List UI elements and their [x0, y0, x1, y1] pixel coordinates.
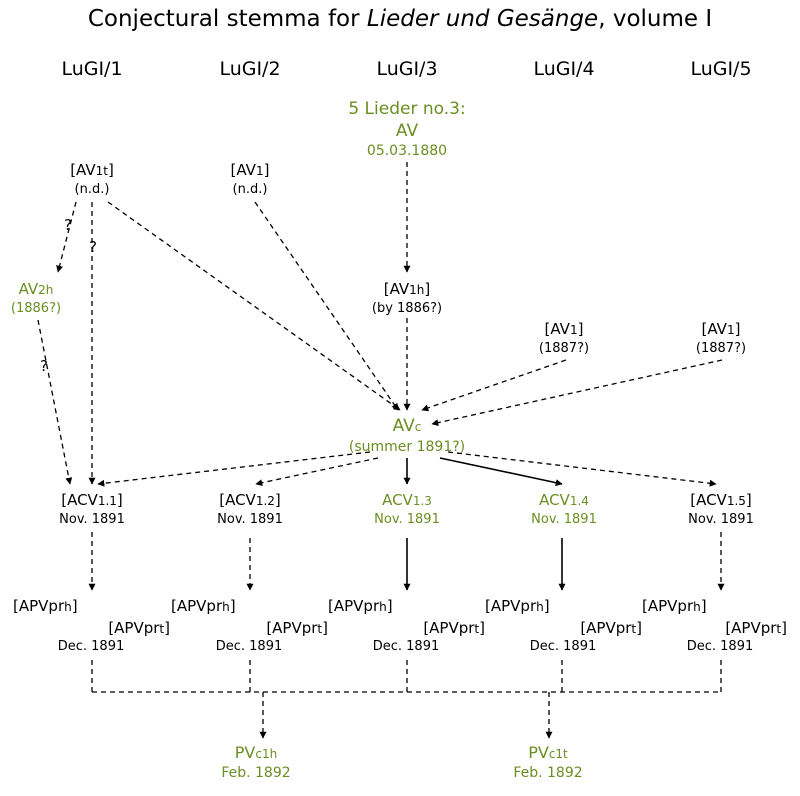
node-apvprt-lugi4: [APVprt]: [580, 619, 642, 637]
node-apvprh-lugi5: [APVprh]: [642, 597, 707, 615]
edge-av1t-to-av2h: [56, 201, 77, 273]
column-header-lugi3: LuGI/3: [376, 58, 438, 80]
node-acv14: ACV1.4 Nov. 1891: [531, 491, 597, 527]
node-av1-lugi5: [AV1] (1887?): [695, 320, 747, 356]
title-italic: Lieder und Gesänge: [366, 6, 599, 32]
node-pvc1h: PVc1h Feb. 1892: [221, 743, 291, 781]
edge-avc-to-acv12: [255, 457, 379, 487]
node-apvprt-lugi1: [APVprt]: [108, 619, 170, 637]
edge-av1t-to-avc: [107, 201, 401, 411]
edge-avc-to-acv11: [97, 451, 371, 487]
edge-avc-to-acv14: [439, 457, 563, 487]
column-header-lugi4: LuGI/4: [533, 58, 595, 80]
node-av2h: AV2h (1886?): [10, 280, 62, 316]
node-apvprt-lugi5: [APVprt]: [725, 619, 787, 637]
node-avc: AVc (summer 1891?): [348, 416, 466, 455]
column-header-lugi5: LuGI/5: [690, 58, 752, 80]
node-apvprh-lugi1: [APVprh]: [13, 597, 78, 615]
node-5-lieder-av: 5 Lieder no.3: AV 05.03.1880: [348, 99, 466, 159]
proof-date-lugi3: Dec. 1891: [372, 639, 440, 654]
proof-date-lugi4: Dec. 1891: [529, 639, 597, 654]
column-header-lugi2: LuGI/2: [219, 58, 281, 80]
node-apvprh-lugi3: [APVprh]: [328, 597, 393, 615]
edge-av1-lugi4-to-avc: [421, 359, 567, 412]
uncertain-mark-2: ?: [89, 238, 97, 256]
node-acv13: ACV1.3 Nov. 1891: [374, 491, 440, 527]
node-acv11: [ACV1.1] Nov. 1891: [59, 491, 125, 527]
node-acv12: [ACV1.2] Nov. 1891: [217, 491, 283, 527]
column-header-lugi1: LuGI/1: [61, 58, 123, 80]
diagram-title: Conjectural stemma for Lieder und Gesäng…: [87, 6, 713, 32]
node-acv15: [ACV1.5] Nov. 1891: [688, 491, 754, 527]
edge-av1-lugi2-to-avc: [254, 201, 399, 411]
proof-date-lugi1: Dec. 1891: [57, 639, 125, 654]
node-apvprh-lugi4: [APVprh]: [485, 597, 550, 615]
node-apvprt-lugi3: [APVprt]: [423, 619, 485, 637]
node-av1-lugi4: [AV1] (1887?): [538, 320, 590, 356]
node-apvprt-lugi2: [APVprt]: [266, 619, 328, 637]
node-pvc1t: PVc1t Feb. 1892: [513, 743, 583, 781]
proof-date-lugi5: Dec. 1891: [686, 639, 754, 654]
edge-av2h-to-acv11: [37, 319, 73, 485]
edge-av1-lugi5-to-avc: [431, 359, 723, 427]
uncertain-mark-3: ?: [40, 357, 48, 375]
node-av1t: [AV1t] (n.d.): [70, 161, 114, 197]
node-av1-lugi2: [AV1] (n.d.): [230, 161, 270, 197]
node-apvprh-lugi2: [APVprh]: [171, 597, 236, 615]
uncertain-mark-1: ?: [64, 216, 72, 234]
node-av1h: [AV1h] (by 1886?): [371, 280, 443, 316]
proof-date-lugi2: Dec. 1891: [215, 639, 283, 654]
